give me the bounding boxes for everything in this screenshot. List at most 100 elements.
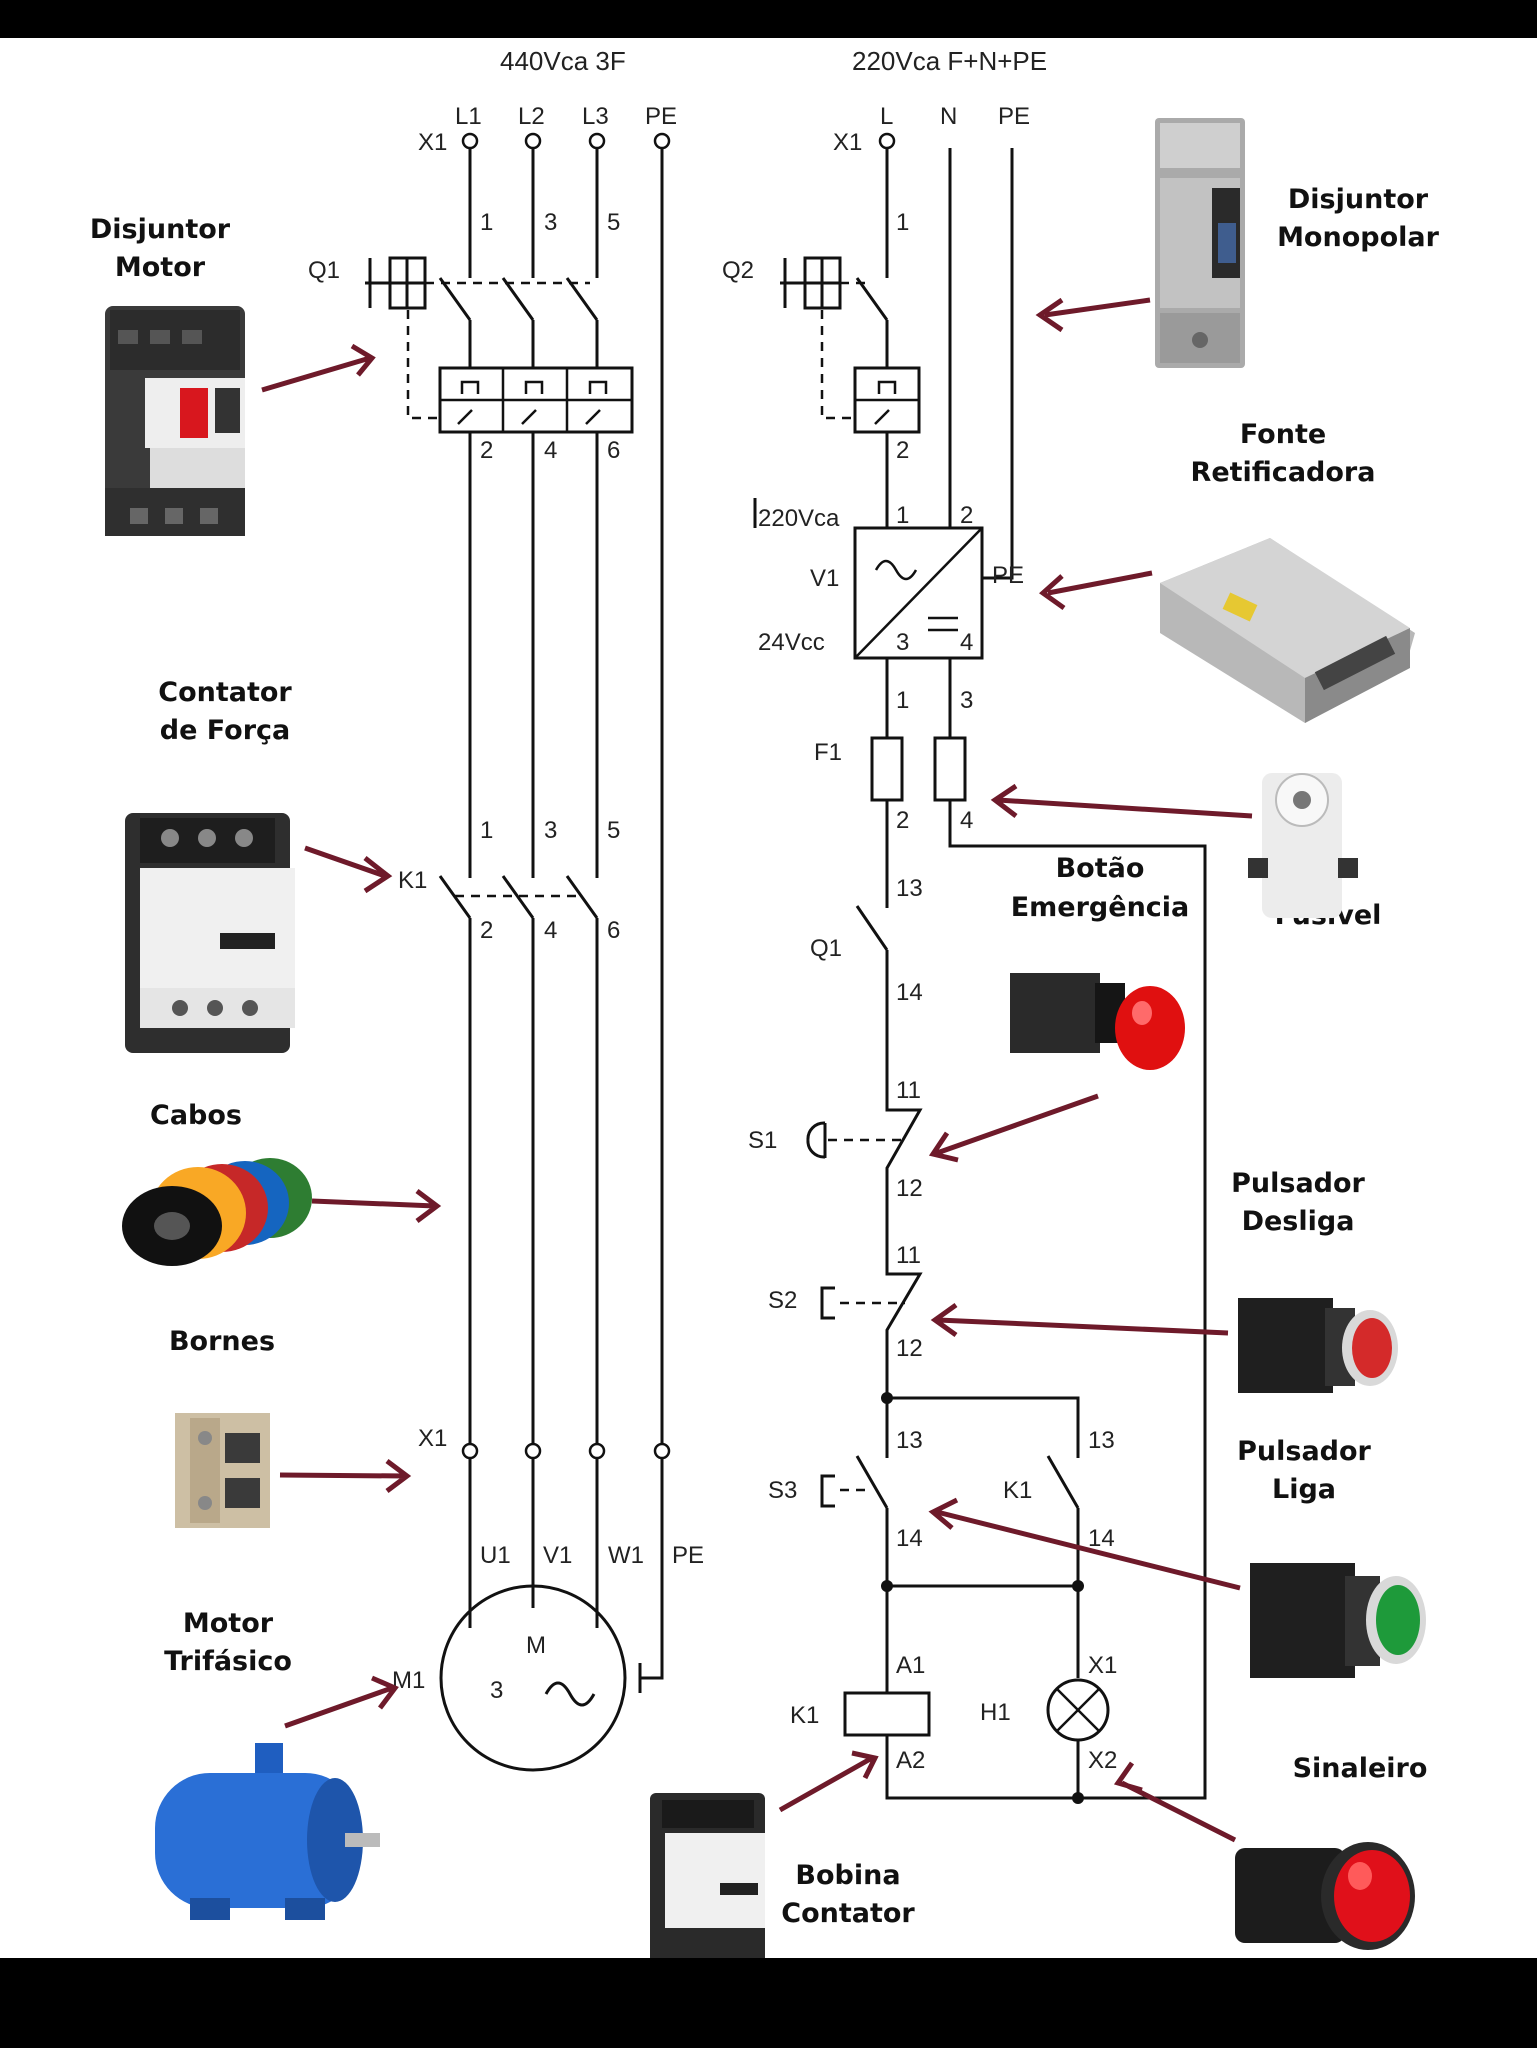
caption-disjuntor-motor-1: Disjuntor [90,214,231,245]
caption-disjuntor-monopolar-1: Disjuntor [1288,184,1429,215]
arrow-contator-forca [304,845,393,894]
motor-breaker-icon [105,306,245,536]
control-l-label: L [880,103,893,130]
caption-disjuntor-motor-2: Motor [115,252,206,283]
f1-fuse-b [933,736,967,802]
q1-thermal-dividers [440,368,632,432]
q1-pin-4: 4 [544,437,557,464]
q1-aux-pin-14: 14 [896,979,923,1006]
q1-pin-2: 2 [480,437,493,464]
terminal-bottom-pe [653,1442,671,1460]
q1-dashed-link [406,310,438,420]
q2-thermal-symbols [855,380,919,425]
coil-contactor-icon [650,1793,765,1958]
terminal-l3 [588,132,606,150]
v-out-label: 24Vcc [758,629,825,656]
s1-mushroom-symbol [806,1121,827,1159]
v1-label: V1 [810,565,839,592]
s1-label: S1 [748,1127,777,1154]
k1-pin-6: 6 [607,917,620,944]
q1-pin-1: 1 [480,209,493,236]
s3-push-symbol [820,1474,835,1508]
s2-pin-11: 11 [896,1242,921,1269]
q1-aux-pin-13: 13 [896,875,923,902]
output-bus [885,1584,1080,1693]
k1-pin-1: 1 [480,817,493,844]
f1-fuse-a [870,736,904,802]
q1-pin-3: 3 [544,209,557,236]
terminal-l3-label: L3 [582,103,609,130]
terminal-x1-top-label: X1 [418,129,447,156]
f1-label: F1 [814,739,842,766]
stop-button-icon [1238,1298,1398,1393]
arrow-fonte [1039,570,1153,611]
motor-m-letter: M [526,1632,546,1659]
caption-fonte-2: Retificadora [1191,457,1376,488]
q2-actuator-symbol [780,256,842,310]
q2-pin-1: 1 [896,209,909,236]
v1-diagonal [854,527,983,659]
caption-bornes: Bornes [169,1326,275,1357]
phase-wires-mid [468,432,599,878]
k1-power-label: K1 [398,867,427,894]
caption-motor-1: Motor [183,1608,274,1639]
q1-aux-label: Q1 [810,935,842,962]
pointer-arrows [261,297,1253,1843]
v1-ac-symbol [874,559,918,581]
control-x1-label: X1 [833,129,862,156]
motor-phase-count: 3 [490,1677,503,1704]
coil-return-wire [885,1735,1078,1800]
caption-sinaleiro: Sinaleiro [1293,1753,1428,1784]
control-circuit: X1 L N PE Q2 1 2 220Vca 1 2 V1 PE 24Vcc … [722,103,1207,1804]
s1-pin-12: 12 [896,1175,923,1202]
arrow-cabos [311,1189,442,1223]
s2-push-symbol [820,1286,835,1320]
terminal-l1-label: L1 [455,103,482,130]
arrow-bobina [778,1750,879,1813]
h1-lamp-cross [1056,1688,1100,1732]
k1-aux-pin-13: 13 [1088,1427,1115,1454]
v1-dc-symbol [928,616,958,632]
contactor-icon [125,813,295,1053]
control-pe-wire [982,148,1014,580]
single-pole-breaker-icon [1155,118,1245,368]
motor-m1-label: M1 [392,1667,425,1694]
q1-thermal-symbols [460,380,608,394]
k1-coil-symbol [843,1691,931,1737]
arrow-disjuntor-motor [261,343,376,393]
captions: Disjuntor Motor Disjuntor Monopolar Font… [90,184,1440,1929]
v1-output-wires [885,658,952,738]
motor-symbol [439,1584,627,1772]
k1-hold-wire [887,1396,1080,1458]
control-terminal-l [878,132,896,150]
caption-fonte-1: Fonte [1240,419,1326,450]
motor-wires [468,1458,664,1680]
s2-label: S2 [768,1287,797,1314]
terminal-x1-bottom-label: X1 [418,1425,447,1452]
k1-aux-label: K1 [1003,1477,1032,1504]
wiring-diagram: 440Vca 3F 220Vca F+N+PE X1 L1 L 2 L3 PE Q… [90,46,1440,1958]
s2-contact [885,1223,923,1398]
caption-contator-forca-2: de Força [160,715,290,746]
three-phase-motor-icon [155,1743,380,1920]
k1-aux-contact [1046,1455,1080,1586]
junction-bottom [1072,1792,1084,1804]
power-supply-title: 440Vca 3F [500,46,626,76]
arrow-pulsador-desliga [930,1302,1229,1338]
q1-pin-5: 5 [607,209,620,236]
s3-pin-13: 13 [896,1427,923,1454]
q1-contacts [438,277,599,321]
caption-botao-emergencia-2: Emergência [1011,892,1190,923]
caption-bobina-1: Bobina [795,1860,900,1891]
k1-pin-3: 3 [544,817,557,844]
k1-coil-a1: A1 [896,1652,925,1679]
arrow-sinaleiro [1113,1761,1237,1843]
terminal-bottom-2 [524,1442,542,1460]
terminal-l2 [524,132,542,150]
arrow-botao-emergencia [928,1093,1099,1163]
phase-wires-top [468,148,599,278]
terminal-pe-label: PE [645,103,677,130]
control-supply-title: 220Vca F+N+PE [852,46,1047,76]
v1-pin-2: 2 [960,502,973,529]
caption-disjuntor-monopolar-2: Monopolar [1277,222,1440,253]
